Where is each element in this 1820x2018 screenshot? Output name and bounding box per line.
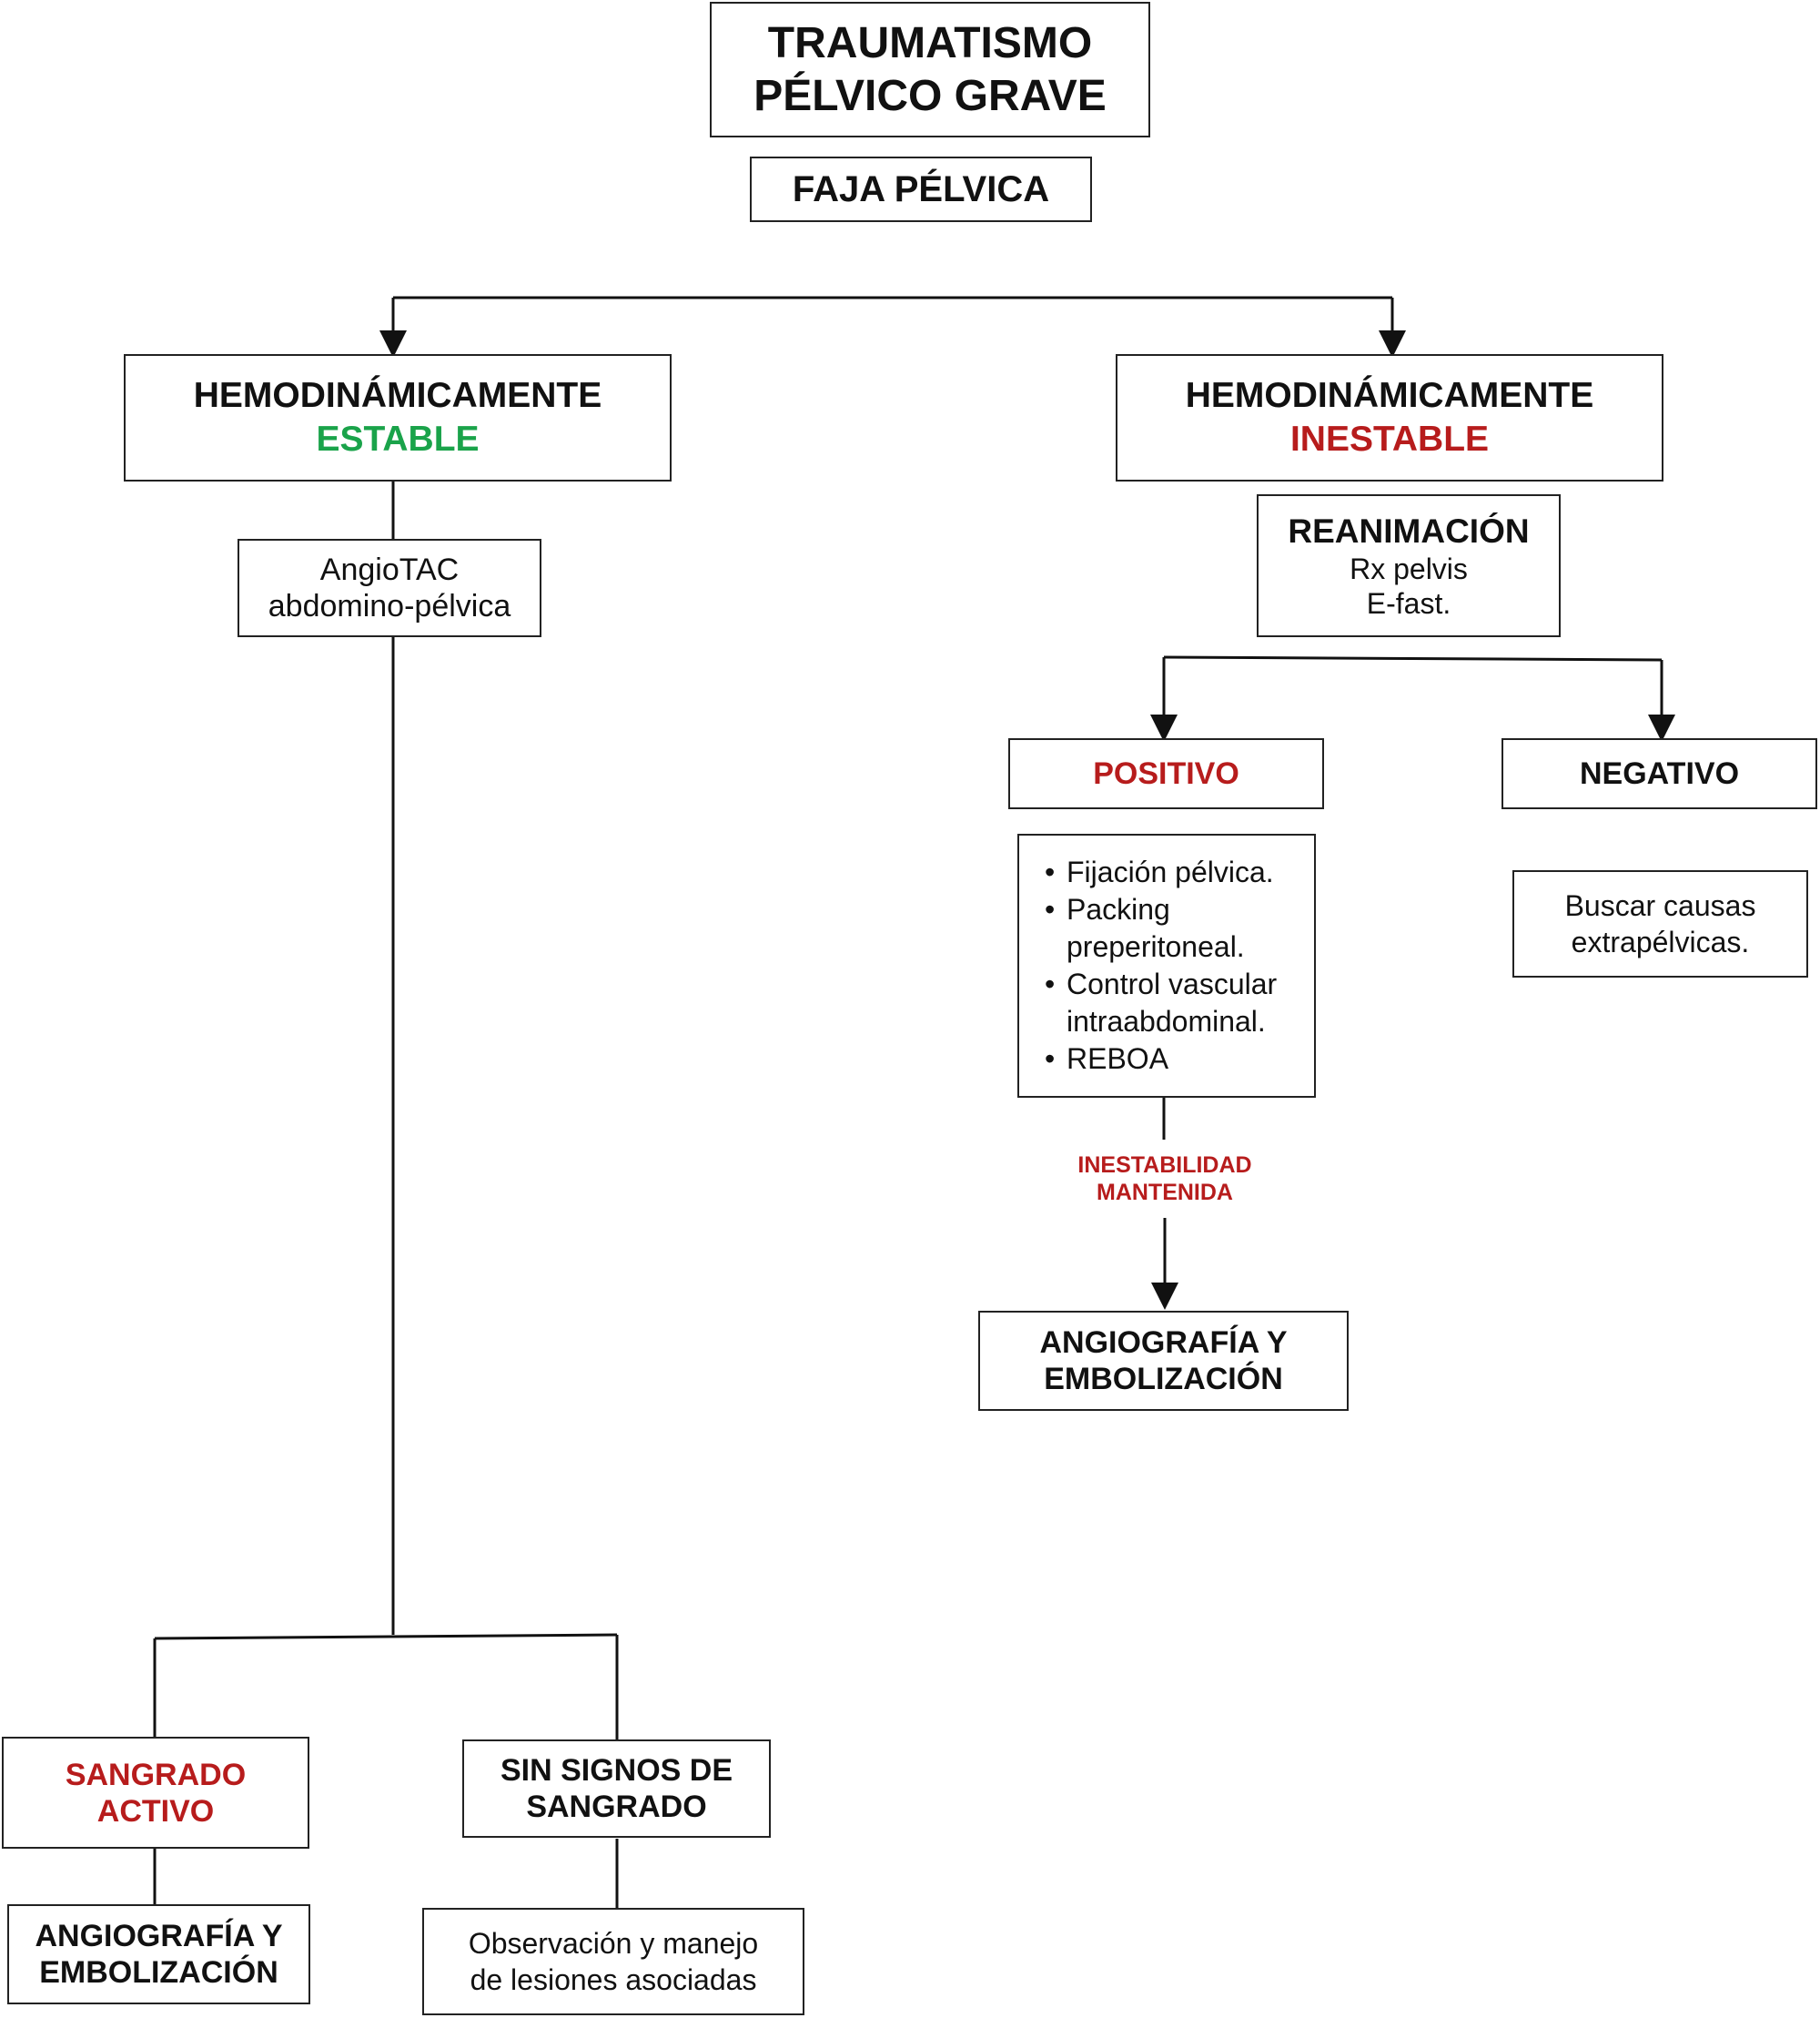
angiografia-left-line1: ANGIOGRAFÍA Y — [35, 1919, 283, 1953]
sangrado-line2: ACTIVO — [96, 1793, 215, 1829]
observacion-line1: Observación y manejo — [468, 1927, 759, 1960]
list-item: •Fijación pélvica. — [1041, 854, 1277, 891]
negativo-node: NEGATIVO — [1502, 738, 1817, 809]
stable-line1: HEMODINÁMICAMENTE — [193, 376, 602, 415]
root-node: TRAUMATISMO PÉLVICO GRAVE — [710, 2, 1150, 137]
angiotac-line2: abdomino-pélvica — [268, 589, 511, 624]
sin-signos-node: SIN SIGNOS DE SANGRADO — [462, 1739, 771, 1838]
stable-line2: ESTABLE — [316, 420, 480, 459]
angiografia-right-line1: ANGIOGRAFÍA Y — [1039, 1325, 1288, 1360]
connector-bottom-split — [154, 1633, 618, 1640]
faja-pelvica-label: FAJA PÉLVICA — [792, 169, 1050, 209]
sin-signos-line1: SIN SIGNOS DE — [500, 1753, 733, 1788]
bullet: • — [1045, 968, 1056, 1000]
sin-signos-line2: SANGRADO — [526, 1790, 707, 1824]
root-line2: PÉLVICO GRAVE — [753, 71, 1107, 120]
sangrado-activo-node: SANGRADO ACTIVO — [2, 1737, 309, 1849]
unstable-line2: INESTABLE — [1289, 420, 1490, 459]
connector-reanimacion-split — [1163, 655, 1663, 662]
angiografia-right-line2: EMBOLIZACIÓN — [1044, 1362, 1283, 1396]
angiotac-line1: AngioTAC — [319, 553, 460, 587]
angiografia-right-node: ANGIOGRAFÍA Y EMBOLIZACIÓN — [978, 1311, 1349, 1411]
bullet: • — [1045, 893, 1056, 926]
negativo-label: NEGATIVO — [1579, 756, 1740, 791]
negativo-action-line1: Buscar causas — [1564, 889, 1756, 922]
positivo-label: POSITIVO — [1093, 756, 1239, 791]
root-line1: TRAUMATISMO — [767, 18, 1093, 67]
observacion-node: Observación y manejo de lesiones asociad… — [422, 1908, 804, 2015]
reanimacion-title: REANIMACIÓN — [1288, 512, 1530, 550]
stable-node: HEMODINÁMICAMENTE ESTABLE — [124, 354, 672, 482]
unstable-node: HEMODINÁMICAMENTE INESTABLE — [1116, 354, 1663, 482]
angiotac-node: AngioTAC abdomino-pélvica — [238, 539, 541, 637]
inestabilidad-mantenida-label: INESTABILIDAD MANTENIDA — [1077, 1152, 1252, 1205]
list-item: •REBOA — [1041, 1040, 1277, 1078]
negativo-action-node: Buscar causas extrapélvicas. — [1512, 870, 1808, 978]
unstable-line1: HEMODINÁMICAMENTE — [1185, 376, 1594, 415]
reanimacion-line1: Rx pelvis — [1350, 552, 1468, 585]
reanimacion-line2: E-fast. — [1366, 586, 1451, 620]
observacion-line2: de lesiones asociadas — [470, 1963, 757, 1996]
faja-pelvica-node: FAJA PÉLVICA — [750, 157, 1092, 222]
angiografia-left-node: ANGIOGRAFÍA Y EMBOLIZACIÓN — [7, 1904, 310, 2004]
bullet: • — [1045, 1042, 1056, 1075]
sangrado-line1: SANGRADO — [65, 1757, 247, 1792]
negativo-action-line2: extrapélvicas. — [1571, 926, 1750, 958]
positivo-node: POSITIVO — [1008, 738, 1324, 809]
angiografia-left-line2: EMBOLIZACIÓN — [39, 1955, 278, 1990]
bullet: • — [1045, 856, 1056, 888]
reanimacion-node: REANIMACIÓN Rx pelvis E-fast. — [1257, 494, 1561, 637]
